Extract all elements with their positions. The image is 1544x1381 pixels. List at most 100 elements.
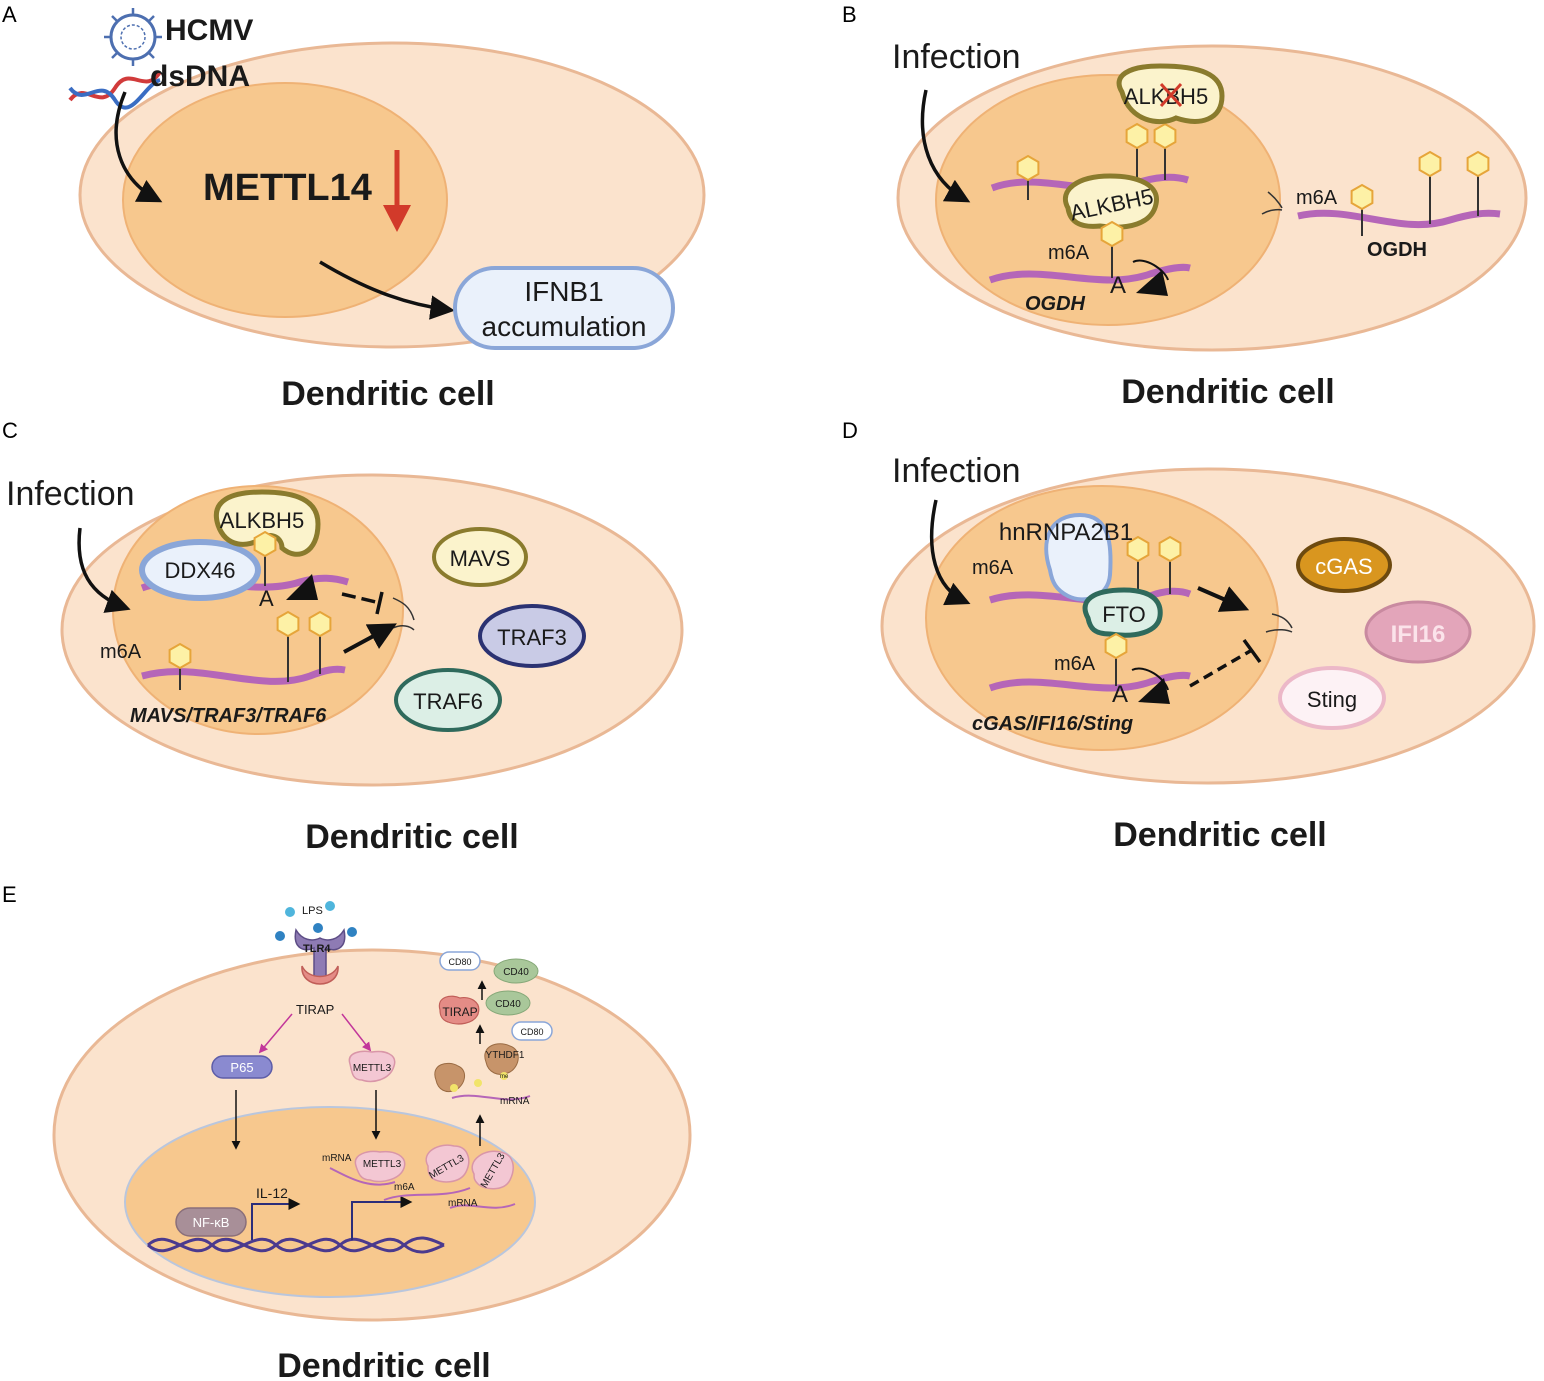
- ythdf1-label: YTHDF1: [486, 1050, 525, 1061]
- panel-e-letter: E: [2, 882, 17, 907]
- mettl3-nuc2-shape: [425, 1144, 470, 1183]
- m6a-hex-c2: [168, 643, 192, 669]
- genes-label-c: MAVS/TRAF3/TRAF6: [130, 705, 327, 727]
- m6a-label-c: m6A: [100, 641, 142, 663]
- nfkb-shape: [175, 1207, 247, 1237]
- panel-c: C Infection DDX46 ALKBH5 A m6A MAVS/TRAF…: [2, 418, 684, 856]
- m6a-label-d-mid: m6A: [1054, 653, 1096, 675]
- arrowhead-d: [1138, 678, 1170, 704]
- ifnb1-label: IFNB1: [524, 276, 603, 307]
- m6a-nuc-label: m6A: [394, 1182, 415, 1193]
- sting-label: Sting: [1307, 687, 1357, 712]
- hnrnpa2b1-shape: [1044, 512, 1113, 602]
- m6a-hex-7: [1466, 151, 1490, 177]
- il12-promoter-arrow: [251, 1198, 301, 1240]
- ddx46-shape: [139, 539, 261, 601]
- caption-d: Dendritic cell: [1113, 816, 1327, 854]
- hnrnpa2b1-label: hnRNPA2B1: [999, 519, 1133, 546]
- mavs-shape: [432, 527, 528, 587]
- dsdna-icon: [68, 70, 162, 110]
- ddx46-label: DDX46: [165, 558, 236, 583]
- mrna-nuc-3: [449, 1203, 516, 1209]
- genes-label-d: cGAS/IFI16/Sting: [972, 713, 1133, 735]
- m6a-label-b-right: m6A: [1296, 187, 1338, 209]
- inhibit-line-c: [341, 592, 381, 605]
- m6a-hex-2: [1125, 123, 1149, 149]
- mettl3-nuc1-label: METTL3: [363, 1159, 402, 1170]
- p65-label: P65: [230, 1060, 253, 1075]
- ythdf1-shape: [484, 1043, 519, 1075]
- panel-d-letter: D: [842, 418, 858, 443]
- traf6-label: TRAF6: [413, 689, 483, 714]
- hcmv-label: HCMV: [165, 14, 253, 47]
- cd80-top-label: CD80: [448, 957, 471, 967]
- m6a-label-b-left: m6A: [1048, 242, 1090, 264]
- lps-label: LPS: [302, 905, 323, 917]
- output-arrow: [319, 260, 455, 320]
- alkbh5-mid-shape: [1063, 173, 1159, 230]
- down-arrow-icon: [383, 150, 411, 232]
- infection-b: Infection: [892, 38, 1021, 76]
- a-label-d: A: [1112, 681, 1128, 708]
- m6a-hex-d2: [1158, 536, 1182, 562]
- traf3-label: TRAF3: [497, 625, 567, 650]
- dna-helix-icon: [146, 1236, 445, 1254]
- infection-arrow-b: [920, 89, 971, 203]
- mrna-lower-b: [988, 263, 1191, 284]
- mavs-label: MAVS: [450, 546, 511, 571]
- cgas-shape: [1296, 537, 1392, 593]
- tirap-right-label: TIRAP: [442, 1005, 477, 1019]
- mrna-nuc-2: [383, 1187, 471, 1201]
- mettl14-label: METTL14: [203, 167, 372, 209]
- mrna-nuc2-label: mRNA: [448, 1198, 478, 1209]
- arrowhead-b: [1136, 270, 1168, 296]
- panel-a-letter: A: [2, 2, 17, 27]
- cd40-top-label: CD40: [503, 967, 529, 978]
- panel-b: B Infection ALKBH5 ALKBH5 m6A A OGDH: [842, 2, 1528, 411]
- cross-icon: [1159, 82, 1183, 108]
- m6a-label-d-top: m6A: [972, 557, 1014, 579]
- entry-arrow: [114, 91, 163, 203]
- infection-c: Infection: [6, 475, 135, 513]
- panel-a: A HCMV dsDNA METTL14 IFNB: [2, 2, 706, 413]
- tirap-right-shape: [438, 995, 480, 1025]
- m6a-hex-c3: [276, 611, 300, 637]
- il12-label: IL-12: [256, 1185, 288, 1201]
- mettl3-cyto-label: METTL3: [353, 1063, 392, 1074]
- cgas-label: cGAS: [1315, 554, 1372, 579]
- mettl3-nuc3-shape: [471, 1150, 514, 1190]
- sting-shape: [1278, 666, 1386, 730]
- tlr4-label: TLR4: [303, 943, 331, 955]
- alkbh5-c-label: ALKBH5: [220, 508, 304, 533]
- promoter-arrow-2: [351, 1196, 413, 1240]
- cd80-top-shape: [439, 951, 481, 971]
- caption-e: Dendritic cell: [277, 1347, 491, 1381]
- a-label-c: A: [259, 586, 274, 611]
- panel-b-letter: B: [842, 2, 857, 27]
- traf3-shape: [478, 604, 586, 668]
- caption-c: Dendritic cell: [305, 818, 519, 856]
- me-dot-1: [450, 1084, 458, 1092]
- ogdh-right: OGDH: [1367, 239, 1427, 261]
- inhibit-line-d: [1189, 648, 1253, 688]
- caption-a: Dendritic cell: [281, 375, 495, 413]
- m6a-hex-c4: [308, 611, 332, 637]
- mrna-right-b: [1297, 209, 1501, 229]
- traf6-shape: [394, 668, 502, 732]
- arrowhead-c: [286, 574, 318, 600]
- arrow-up-c: [343, 623, 397, 654]
- me-dot-2: [474, 1079, 482, 1087]
- p65-shape: [211, 1055, 273, 1079]
- cd40-top-shape: [493, 958, 539, 984]
- mettl3-cyto-shape: [348, 1050, 396, 1083]
- lps-icon: [275, 901, 357, 941]
- m6a-hex-6: [1418, 151, 1442, 177]
- virus-icon: [104, 8, 162, 66]
- mrna-nuc-1: [329, 1167, 396, 1186]
- me-dot-3: [500, 1072, 508, 1080]
- a-label-b: A: [1110, 272, 1126, 299]
- reader-shape-1: [434, 1062, 465, 1093]
- arrow-to-p65: [258, 1013, 293, 1054]
- ifnb1-box: [453, 266, 675, 350]
- infection-arrow-c: [77, 527, 131, 613]
